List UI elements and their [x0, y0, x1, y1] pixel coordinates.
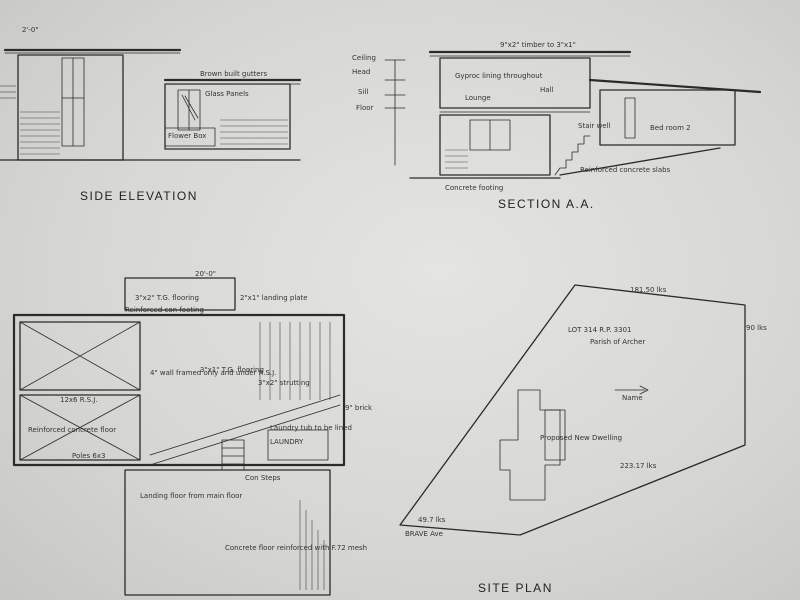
flooring-note: 3"x1" T.G. flooring — [200, 366, 264, 374]
strutting-note: 3"x2" strutting — [258, 379, 310, 387]
north-arrow-label: Name — [622, 394, 643, 402]
bedroom-label: Bed room 2 — [650, 124, 691, 132]
gyproc-note: Gyproc lining throughout — [455, 72, 543, 80]
boundary-diag: 223.17 lks — [620, 462, 657, 470]
side-elevation: 2'-0" Brown built gutters Glass Panels F… — [0, 26, 302, 203]
laundry-label: LAUNDRY — [270, 438, 304, 446]
floor-label: Floor — [356, 104, 374, 112]
floor-plan: 20'-0" 3"x2" T.G. flooring 2"x1" landing… — [12, 270, 373, 596]
frontage-label: BRAVE Ave — [405, 530, 443, 538]
wall-note: 4" wall framed only and under R.S.J. — [150, 369, 276, 377]
sill-label: Sill — [358, 88, 368, 96]
timber-note: 9"x2" timber to 3"x1" — [500, 41, 576, 49]
footing-note: Concrete footing — [445, 184, 503, 192]
ceiling-label: Ceiling — [352, 54, 376, 62]
concrete-floor-note: Reinforced concrete floor — [28, 426, 116, 434]
site-plan-title: SITE PLAN — [478, 581, 553, 595]
rsj-note: 12x6 R.S.J. — [60, 396, 98, 404]
brick-note: 9" brick — [345, 404, 373, 412]
boundary-right: 90 lks — [746, 324, 767, 332]
concrete-floor-2-note: Concrete floor reinforced with F.72 mesh — [225, 544, 367, 552]
plan-dim-top: 20'-0" — [195, 270, 216, 278]
boundary-bottom: 49.7 lks — [418, 516, 446, 524]
steps-note: Con Steps — [245, 474, 281, 482]
section-title: SECTION A.A. — [498, 197, 595, 211]
glass-note: Glass Panels — [205, 90, 249, 98]
hall-label: Hall — [540, 86, 553, 94]
main-floor-note: Landing floor from main floor — [140, 492, 242, 500]
stairwell-label: Stair well — [578, 122, 611, 130]
gutters-note: Brown built gutters — [200, 70, 267, 78]
flower-box-note: Flower Box — [168, 132, 206, 140]
head-label: Head — [352, 68, 370, 76]
section-aa: Ceiling Head Sill Floor 9"x2" timber to … — [352, 41, 762, 211]
plate-note: 3"x2" T.G. flooring — [135, 294, 199, 302]
proposed-dwelling-label: Proposed New Dwelling — [540, 434, 622, 442]
elevation-dim-top: 2'-0" — [22, 26, 39, 34]
poles-note: Poles 6x3 — [72, 452, 105, 460]
lot-label: LOT 314 R.P. 3301 — [568, 326, 631, 334]
boundary-top: 181.50 lks — [630, 286, 667, 294]
parish-label: Parish of Archer — [590, 338, 645, 346]
slab-note: Reinforced concrete slabs — [580, 166, 671, 174]
lounge-label: Lounge — [465, 94, 491, 102]
side-elevation-title: SIDE ELEVATION — [80, 189, 198, 203]
site-plan: LOT 314 R.P. 3301 Parish of Archer Propo… — [399, 284, 767, 595]
landing-plate-note: 2"x1" landing plate — [240, 294, 308, 302]
laundry-tub-note: Laundry tub to be lined — [270, 424, 352, 432]
reinforced-footing-note: Reinforced con footing — [125, 306, 204, 314]
